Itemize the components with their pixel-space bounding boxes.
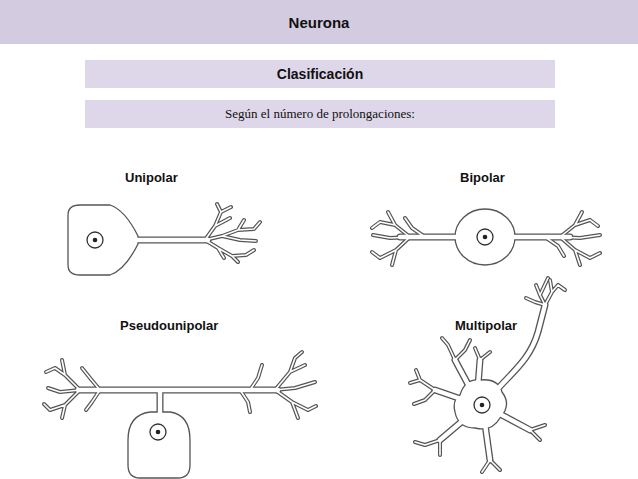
soma — [68, 205, 138, 275]
nucleolus — [483, 235, 488, 240]
band-text: Neurona — [289, 14, 350, 31]
nucleoli — [93, 235, 488, 435]
soma — [128, 412, 190, 478]
nucleolus — [480, 403, 485, 408]
cell-bodies — [68, 205, 515, 478]
neuron-type-label: Unipolar — [125, 170, 178, 185]
neuron-type-label: Multipolar — [455, 318, 517, 333]
nucleus — [477, 229, 493, 245]
section-band: Clasificación — [85, 60, 555, 88]
neuron-type-label: Pseudounipolar — [120, 318, 218, 333]
nuclei — [87, 229, 493, 440]
process-fill — [78, 237, 570, 460]
nucleus — [474, 397, 490, 413]
nucleolus — [156, 430, 161, 435]
neuron-type-label: Bipolar — [460, 170, 505, 185]
band-text: Según el número de prolongaciones: — [225, 106, 415, 122]
title-band: Neurona — [0, 0, 638, 44]
dendrite-outline — [44, 204, 600, 472]
band-text: Clasificación — [277, 66, 363, 82]
nucleus — [87, 232, 103, 248]
nucleus — [150, 424, 166, 440]
process-outline — [78, 237, 570, 460]
nucleolus — [93, 238, 98, 243]
dendrite-fill — [44, 204, 600, 472]
subtitle-band: Según el número de prolongaciones: — [85, 100, 555, 128]
